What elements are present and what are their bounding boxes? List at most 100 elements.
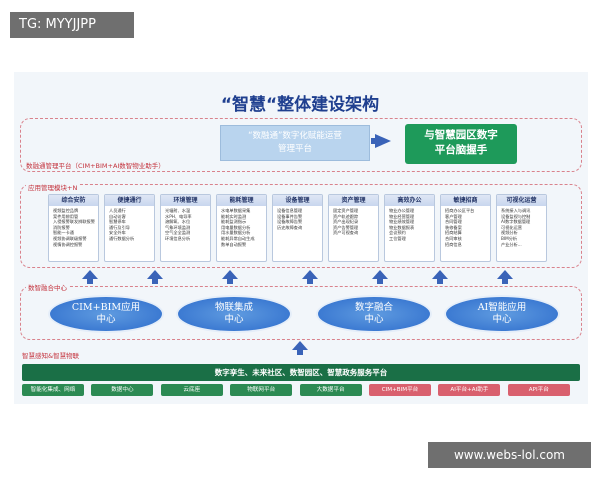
module-item: 通行数据分析	[109, 235, 135, 241]
module-item: 设备故障告警	[277, 219, 303, 225]
module-item: 招商信息	[445, 241, 462, 247]
module-item: 历史故障查询	[277, 224, 303, 230]
module-item: 数单自动报警	[221, 241, 247, 247]
module-title: 设备管理	[273, 195, 322, 206]
mgmt-box-line2: 管理平台	[277, 144, 312, 154]
ellipse-line2: 中心	[364, 314, 384, 325]
module-item-list: 光辐射、水温水PH、电导率溶解氧、水位气象环境监测空气全全监测环境信息分析	[161, 206, 210, 242]
platform-chip: 大数据平台	[299, 384, 362, 396]
watermark: www.webs-lol.com	[428, 442, 591, 468]
module-item: 可视化运营	[501, 224, 522, 230]
module-item: 用电量数据分析	[221, 224, 251, 230]
ellipse-line2: 中心	[96, 314, 116, 325]
up-arrow-icon	[147, 270, 163, 279]
module-item: 招商办公区平台	[445, 208, 475, 213]
module-item: 视情协调控报警	[53, 241, 83, 247]
platform-chip: 云底座	[160, 384, 223, 396]
module-item: 能耗监测指示	[221, 219, 247, 225]
fusion-center-ellipse: 物联集成中心	[178, 297, 290, 331]
module-card: 环境管理光辐射、水温水PH、电导率溶解氧、水位气象环境监测空气全全监测环境信息分…	[160, 194, 211, 262]
fusion-center-ellipse: AI智能应用中心	[446, 297, 558, 331]
module-item: 装修备案	[445, 224, 462, 230]
up-arrow-stem	[307, 279, 313, 284]
module-item: 通行及引导	[109, 224, 130, 230]
module-item: 水PH、电导率	[165, 213, 192, 219]
module-item-list: 水电单数据采集能耗实时监测能耗监测指示用电量数据分析用水量数据分析能耗异常自动生…	[217, 206, 266, 247]
ellipse-text: 数字融合中心	[355, 302, 393, 326]
module-item-list: 固定资产管理资产轨迹跟踪资产出现纪录资产告警管理资产可视查询	[329, 206, 378, 236]
module-item-list: 招商办公区平台客户管理合同管理装修备案招商结算合同审核招商信息	[441, 206, 490, 247]
platform-chip: 物联网平台	[230, 384, 293, 396]
up-arrow-icon	[82, 270, 98, 279]
up-arrow-icon	[497, 270, 513, 279]
module-title: 便捷通行	[105, 195, 154, 206]
module-item: 产业分析...	[501, 241, 522, 247]
module-item: 用水量数据分析	[221, 230, 251, 236]
module-item: 智能一卡通	[53, 230, 74, 236]
module-card: 能耗管理水电单数据采集能耗实时监测能耗监测指示用电量数据分析用水量数据分析能耗异…	[216, 194, 267, 262]
module-item: 视频分析	[501, 230, 518, 236]
module-item: 资产可视查询	[333, 230, 359, 236]
module-item: 资产出现纪录	[333, 219, 359, 225]
module-item: 自动访客	[109, 213, 126, 219]
module-item: 入侵报警联发辨联报警	[53, 219, 95, 225]
up-arrow-stem	[437, 279, 443, 284]
module-item: 能耗实时监测	[221, 213, 247, 219]
diagram-title: “智慧“整体建设架构	[220, 95, 380, 115]
module-item: BIM分析	[501, 235, 518, 241]
mgmt-platform-box: “数融通”数字化赋能运营 管理平台	[220, 125, 370, 161]
handshake-line1: 与智慧园区数字	[424, 129, 498, 141]
module-item-list: 设备信息管理设备事件告警设备故障告警历史故障查询	[273, 206, 322, 230]
mgmt-platform-section	[20, 118, 582, 172]
app-section-label: 应用管理模块+N	[26, 182, 80, 192]
module-title: 资产管理	[329, 195, 378, 206]
module-item: 合同审核	[445, 235, 462, 241]
module-card: 设备管理设备信息管理设备事件告警设备故障告警历史故障查询	[272, 194, 323, 262]
module-item: 视频协调联级报警	[53, 235, 87, 241]
up-arrow-icon	[222, 270, 238, 279]
module-item: 智慧停车	[109, 219, 126, 225]
ellipse-line2: 中心	[224, 314, 244, 325]
up-arrow-stem	[87, 279, 93, 284]
module-title: 综合安防	[49, 195, 98, 206]
module-item: 设备信息管理	[277, 208, 303, 213]
module-card: 敏捷招商招商办公区平台客户管理合同管理装修备案招商结算合同审核招商信息	[440, 194, 491, 262]
up-arrow-icon	[292, 341, 308, 350]
up-arrow-stem	[502, 279, 508, 284]
platform-chip: 智能化集成、网络	[22, 384, 84, 396]
module-item: 环境信息分析	[165, 235, 191, 241]
app-modules-section	[20, 184, 582, 268]
module-item: 能耗异常自动生成	[221, 235, 255, 241]
up-arrow-stem	[227, 279, 233, 284]
ellipse-text: CIM+BIM应用中心	[72, 302, 140, 326]
module-title: 能耗管理	[217, 195, 266, 206]
handshake-line2: 平台脑握手	[434, 144, 488, 156]
module-item: 消防报警	[53, 224, 70, 230]
module-title: 敏捷招商	[441, 195, 490, 206]
handshake-box: 与智慧园区数字 平台脑握手	[405, 124, 517, 164]
module-card: 资产管理固定资产管理资产轨迹跟踪资产出现纪录资产告警管理资产可视查询	[328, 194, 379, 262]
ellipse-line1: CIM+BIM应用	[71, 302, 141, 313]
up-arrow-stem	[297, 350, 303, 355]
ellipse-line1: 数字融合	[354, 302, 393, 313]
module-title: 高效办公	[385, 195, 434, 206]
platform-bar: 数字孪生、未来社区、数智园区、智慧政务服务平台	[22, 364, 580, 381]
sense-section-label: 智慧感知&智慧物联	[22, 352, 80, 360]
module-item: 气象环境监测	[165, 224, 191, 230]
module-card: 便捷通行人员通行自动访客智慧停车通行及引导安全外车通行数据分析	[104, 194, 155, 262]
module-card: 高效办公物业办公管理物业经营管理物业绩效管理物业数据报表会议预约工位管理	[384, 194, 435, 262]
module-item: 安全外车	[109, 230, 126, 236]
up-arrow-icon	[372, 270, 388, 279]
ellipse-text: AI智能应用中心	[478, 302, 527, 326]
module-item: 光辐射、水温	[165, 208, 191, 213]
fusion-center-section	[20, 286, 582, 340]
module-item: 客户管理	[445, 213, 462, 219]
module-item: 物业绩效管理	[389, 219, 415, 225]
module-item-list: 视频监控品牌案件用辨用管入侵报警联发辨联报警消防报警智能一卡通视频协调联级报警视…	[49, 206, 98, 247]
platform-chip: CIM+BIM平台	[369, 384, 431, 396]
up-arrow-stem	[377, 279, 383, 284]
platform-chip: 数据中心	[91, 384, 154, 396]
up-arrow-stem	[152, 279, 158, 284]
